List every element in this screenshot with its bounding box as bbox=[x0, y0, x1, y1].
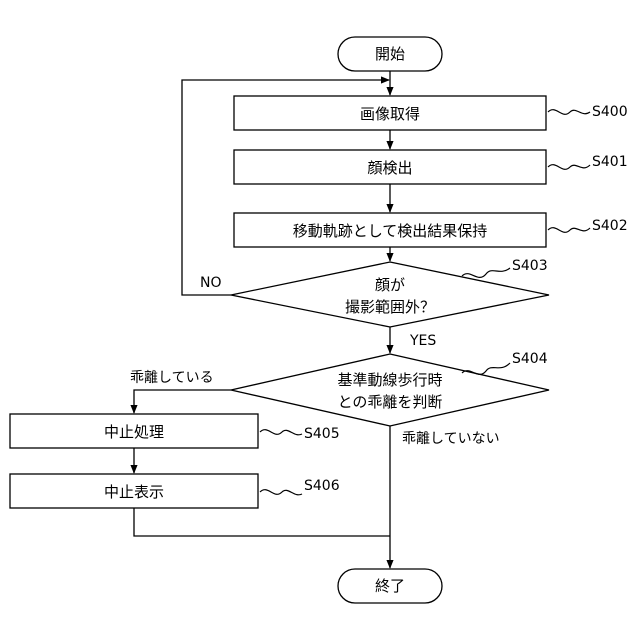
step-s406: 中止表示 S406 bbox=[10, 474, 340, 508]
step-s401: 顔検出 S401 bbox=[234, 150, 628, 184]
branch-deviating-label: 乖離している bbox=[130, 369, 214, 386]
decision-s404-line1: 基準動線歩行時 bbox=[337, 371, 442, 389]
s401-leader bbox=[548, 165, 590, 170]
step-s400-ref: S400 bbox=[592, 104, 628, 120]
s406-leader bbox=[260, 490, 302, 495]
step-s405-ref: S405 bbox=[304, 426, 340, 442]
start-label: 開始 bbox=[375, 45, 405, 63]
step-s400: 画像取得 S400 bbox=[234, 96, 628, 130]
decision-s404: 基準動線歩行時 との乖離を判断 S404 bbox=[231, 351, 549, 426]
s405-leader bbox=[260, 430, 302, 435]
arrow-s404-to-s405 bbox=[134, 390, 231, 413]
step-s406-ref: S406 bbox=[304, 478, 340, 494]
step-s402: 移動軌跡として検出結果保持 S402 bbox=[234, 213, 628, 247]
start-terminal: 開始 bbox=[338, 37, 442, 71]
s402-leader bbox=[548, 228, 590, 233]
step-s403-ref: S403 bbox=[512, 258, 548, 274]
step-s405-label: 中止処理 bbox=[104, 423, 164, 441]
s403-leader bbox=[462, 268, 510, 277]
step-s401-ref: S401 bbox=[592, 154, 628, 170]
decision-s403-line2: 撮影範囲外？ bbox=[345, 298, 435, 316]
step-s406-label: 中止表示 bbox=[104, 483, 164, 501]
step-s400-label: 画像取得 bbox=[360, 105, 420, 123]
end-terminal: 終了 bbox=[338, 569, 442, 603]
branch-yes-label: YES bbox=[409, 333, 436, 349]
decision-s403: 顔が 撮影範囲外？ S403 bbox=[231, 258, 549, 327]
decision-s403-line1: 顔が bbox=[375, 276, 405, 294]
branch-no-label: NO bbox=[200, 275, 222, 291]
s400-leader bbox=[548, 110, 590, 115]
step-s405: 中止処理 S405 bbox=[10, 414, 340, 448]
step-s401-label: 顔検出 bbox=[367, 159, 412, 177]
step-s402-ref: S402 bbox=[592, 218, 628, 234]
decision-s404-line2: との乖離を判断 bbox=[338, 393, 443, 411]
line-s406-to-merge bbox=[134, 508, 390, 536]
branch-not-deviating-label: 乖離していない bbox=[402, 430, 500, 447]
step-s404-ref: S404 bbox=[512, 351, 548, 367]
step-s402-label: 移動軌跡として検出結果保持 bbox=[293, 222, 488, 240]
end-label: 終了 bbox=[375, 577, 405, 595]
